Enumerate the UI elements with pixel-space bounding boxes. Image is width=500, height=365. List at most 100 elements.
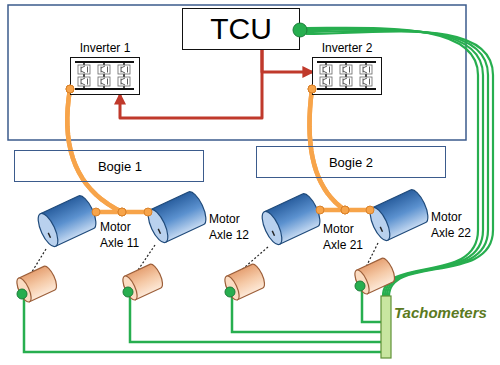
switch-cell	[320, 65, 332, 74]
transistor-symbol	[81, 78, 88, 85]
transistor-symbol	[323, 78, 330, 85]
junction-dot	[144, 208, 152, 216]
shaft-mark	[380, 227, 382, 232]
motor-drawing	[370, 189, 428, 241]
bridge-drawing	[317, 62, 376, 89]
switch-cell	[118, 77, 130, 86]
transistor-symbol	[81, 66, 88, 73]
cylinder-drawing	[120, 262, 165, 302]
transistor-symbol	[101, 66, 108, 73]
control-unit-box: TCU	[182, 8, 300, 50]
cylinder-face	[34, 211, 62, 249]
shaft-mark	[272, 231, 274, 236]
cylinder-face	[258, 209, 286, 247]
switch-cell	[78, 77, 90, 86]
transistor-symbol	[323, 66, 330, 73]
motor-cylinder: Motor Axle 11	[38, 195, 96, 247]
motor-cylinder: Motor Axle 21	[262, 193, 320, 245]
motor-caption: Motor Axle 12	[209, 212, 255, 243]
motor-drawing	[38, 195, 96, 247]
tachometers	[14, 256, 397, 304]
inverter-box: Inverter 2	[312, 57, 382, 95]
control-arrow	[262, 50, 312, 72]
junction-dot	[66, 85, 74, 93]
signal-wire	[306, 29, 483, 296]
signal-wire	[306, 28, 478, 296]
transistor-symbol	[363, 78, 370, 85]
label-holder: Tachometers	[394, 304, 487, 322]
power-cable	[309, 89, 370, 210]
cylinder-face	[222, 274, 242, 302]
inverter-bridge	[313, 58, 381, 94]
motor-drawing	[262, 193, 320, 245]
cabinet-outline	[8, 5, 466, 140]
junction-dot	[92, 208, 100, 216]
switch-cell	[98, 77, 110, 86]
motor-caption: Motor Axle 21	[323, 222, 369, 253]
cylinder-drawing	[34, 193, 100, 249]
switch-cell	[340, 77, 352, 86]
motor-label: Motor Axle 12	[209, 212, 255, 243]
cylinder-face	[14, 276, 34, 304]
transistor-symbol	[343, 66, 350, 73]
inverter-heading: Inverter 2	[313, 38, 381, 56]
sensor-dot	[17, 289, 27, 299]
switch-cell	[320, 77, 332, 86]
junction-dot	[341, 206, 349, 214]
junction-dot	[118, 208, 126, 216]
cylinder-drawing	[366, 187, 432, 243]
transistor-symbol	[121, 66, 128, 73]
bogie-box: Bogie 2	[256, 146, 446, 178]
wire-connector	[381, 296, 391, 358]
junction-dot	[118, 208, 126, 216]
transistor-symbol	[363, 66, 370, 73]
cylinder-face	[366, 205, 394, 243]
motor-label: Motor Axle 22	[431, 210, 477, 241]
junction-dot	[308, 85, 316, 93]
motor-caption: Motor Axle 22	[431, 210, 477, 241]
sensor-dot	[123, 287, 133, 297]
bogie-label: Bogie 2	[329, 156, 373, 169]
cylinder-face	[144, 207, 172, 245]
bogie-label: Bogie 1	[98, 160, 142, 173]
motor-caption: Motor Axle 11	[100, 220, 146, 251]
motor-cylinder: Motor Axle 22	[370, 189, 428, 241]
cylinder-drawing	[222, 262, 267, 302]
cylinder-face	[352, 268, 372, 296]
cylinder-drawing	[258, 191, 324, 247]
switch-cell	[360, 65, 372, 74]
signal-wire	[306, 31, 493, 296]
bridge-drawing	[75, 62, 134, 89]
shaft-mark	[158, 229, 160, 234]
motor-label: Motor Axle 11	[100, 220, 146, 251]
switch-cell	[118, 65, 130, 74]
signal-port	[293, 23, 307, 37]
cylinder-drawing	[144, 189, 210, 245]
sensor-dot	[355, 281, 365, 291]
group-label: Tachometers	[394, 304, 487, 321]
cylinder-drawing	[352, 256, 397, 296]
switch-cell	[360, 77, 372, 86]
cylinder-drawing	[14, 264, 59, 304]
signal-wire	[306, 30, 488, 296]
control-arrow	[120, 50, 262, 118]
motor-drawing	[148, 191, 206, 243]
inverter-heading: Inverter 1	[71, 38, 139, 56]
junction-dot	[66, 85, 74, 93]
junction-dot	[308, 85, 316, 93]
bogie-box: Bogie 1	[14, 150, 204, 182]
inverter-bridge	[71, 58, 139, 94]
switch-cell	[78, 65, 90, 74]
junction-dot	[366, 206, 374, 214]
junction-dot	[341, 206, 349, 214]
shaft-mark	[48, 233, 50, 238]
inverter-label: Inverter 2	[322, 42, 373, 54]
signal-wire	[130, 288, 381, 342]
motor-label: Motor Axle 21	[323, 222, 369, 253]
cylinder-face	[120, 274, 140, 302]
tcu-label: TCU	[210, 14, 272, 44]
inverter-label: Inverter 1	[80, 42, 131, 54]
sensor-dot	[225, 287, 235, 297]
tacho-wires	[24, 282, 381, 352]
